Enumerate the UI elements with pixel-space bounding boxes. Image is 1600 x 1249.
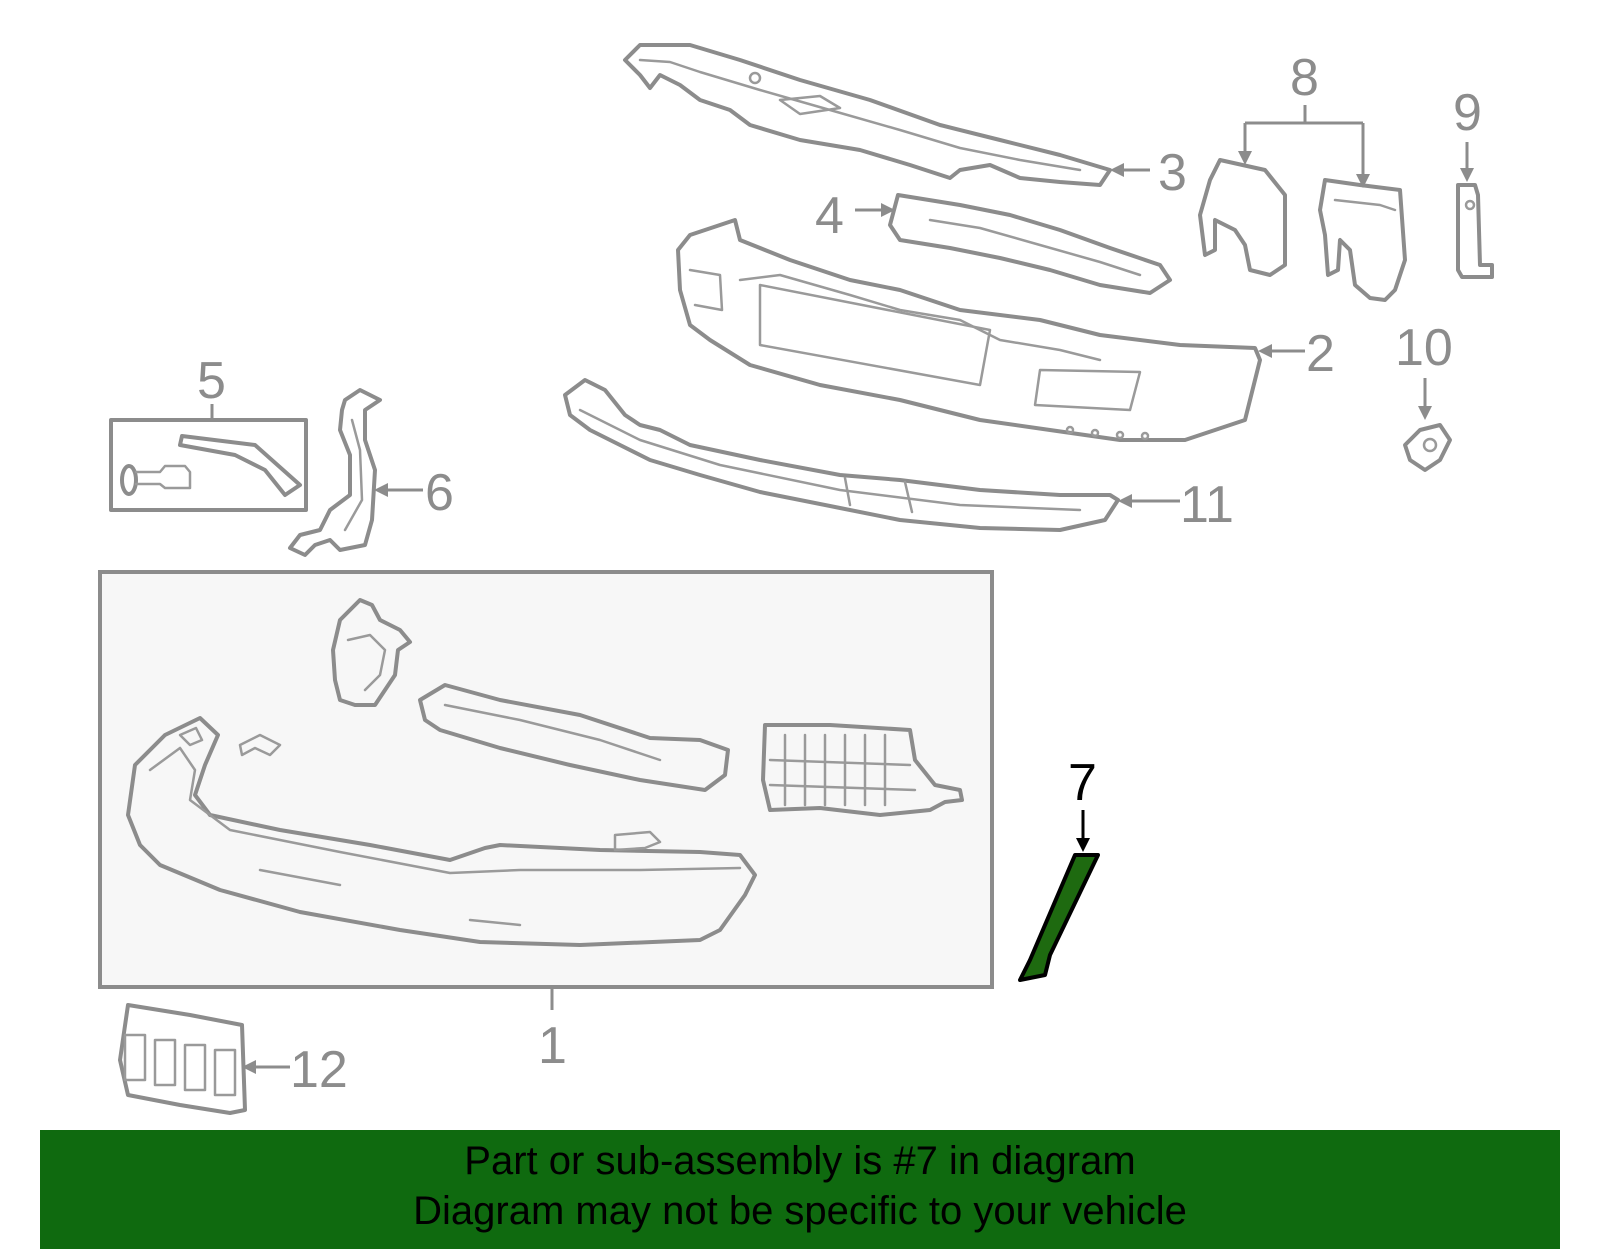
part-10-clip	[1403, 423, 1452, 472]
callout-8: 8	[1238, 49, 1370, 188]
callout-7: 7	[1068, 754, 1097, 852]
callout-5: 5	[197, 352, 226, 420]
callout-11: 11	[1118, 476, 1234, 534]
svg-text:3: 3	[1158, 144, 1187, 202]
part-6-side-bracket	[288, 388, 382, 557]
svg-text:5: 5	[197, 352, 226, 410]
svg-text:11: 11	[1180, 476, 1234, 534]
part-1-assembly-box	[98, 570, 994, 989]
svg-text:8: 8	[1290, 49, 1319, 107]
banner-line-2: Diagram may not be specific to your vehi…	[413, 1189, 1187, 1233]
part-4-reinforcement	[888, 193, 1172, 295]
info-banner: Part or sub-assembly is #7 in diagram Di…	[40, 1130, 1560, 1249]
svg-text:1: 1	[538, 1017, 567, 1075]
part-8-brackets	[1198, 158, 1407, 302]
part-9-bracket	[1456, 183, 1494, 279]
svg-text:12: 12	[290, 1041, 348, 1099]
svg-text:2: 2	[1306, 325, 1335, 383]
svg-text:10: 10	[1395, 319, 1453, 377]
part-3-upper-panel	[623, 43, 1112, 187]
callout-12: 12	[242, 1041, 348, 1099]
svg-text:6: 6	[425, 464, 454, 522]
banner-line-1: Part or sub-assembly is #7 in diagram	[464, 1139, 1136, 1183]
callout-6: 6	[374, 464, 454, 522]
svg-text:7: 7	[1068, 754, 1097, 812]
part-2-bumper-face-bar	[676, 218, 1262, 442]
callout-1: 1	[538, 987, 567, 1075]
callout-4: 4	[815, 187, 895, 245]
svg-text:9: 9	[1453, 84, 1482, 142]
callout-10: 10	[1395, 319, 1453, 420]
part-5-strip-kit	[109, 418, 308, 512]
part-7-highlighted-molding	[1018, 853, 1100, 982]
callout-3: 3	[1110, 144, 1187, 202]
callout-9: 9	[1453, 84, 1482, 182]
svg-text:4: 4	[815, 187, 844, 245]
part-12-license-bracket	[118, 1003, 247, 1115]
part-11-valance	[563, 378, 1120, 532]
callout-2: 2	[1258, 325, 1335, 383]
